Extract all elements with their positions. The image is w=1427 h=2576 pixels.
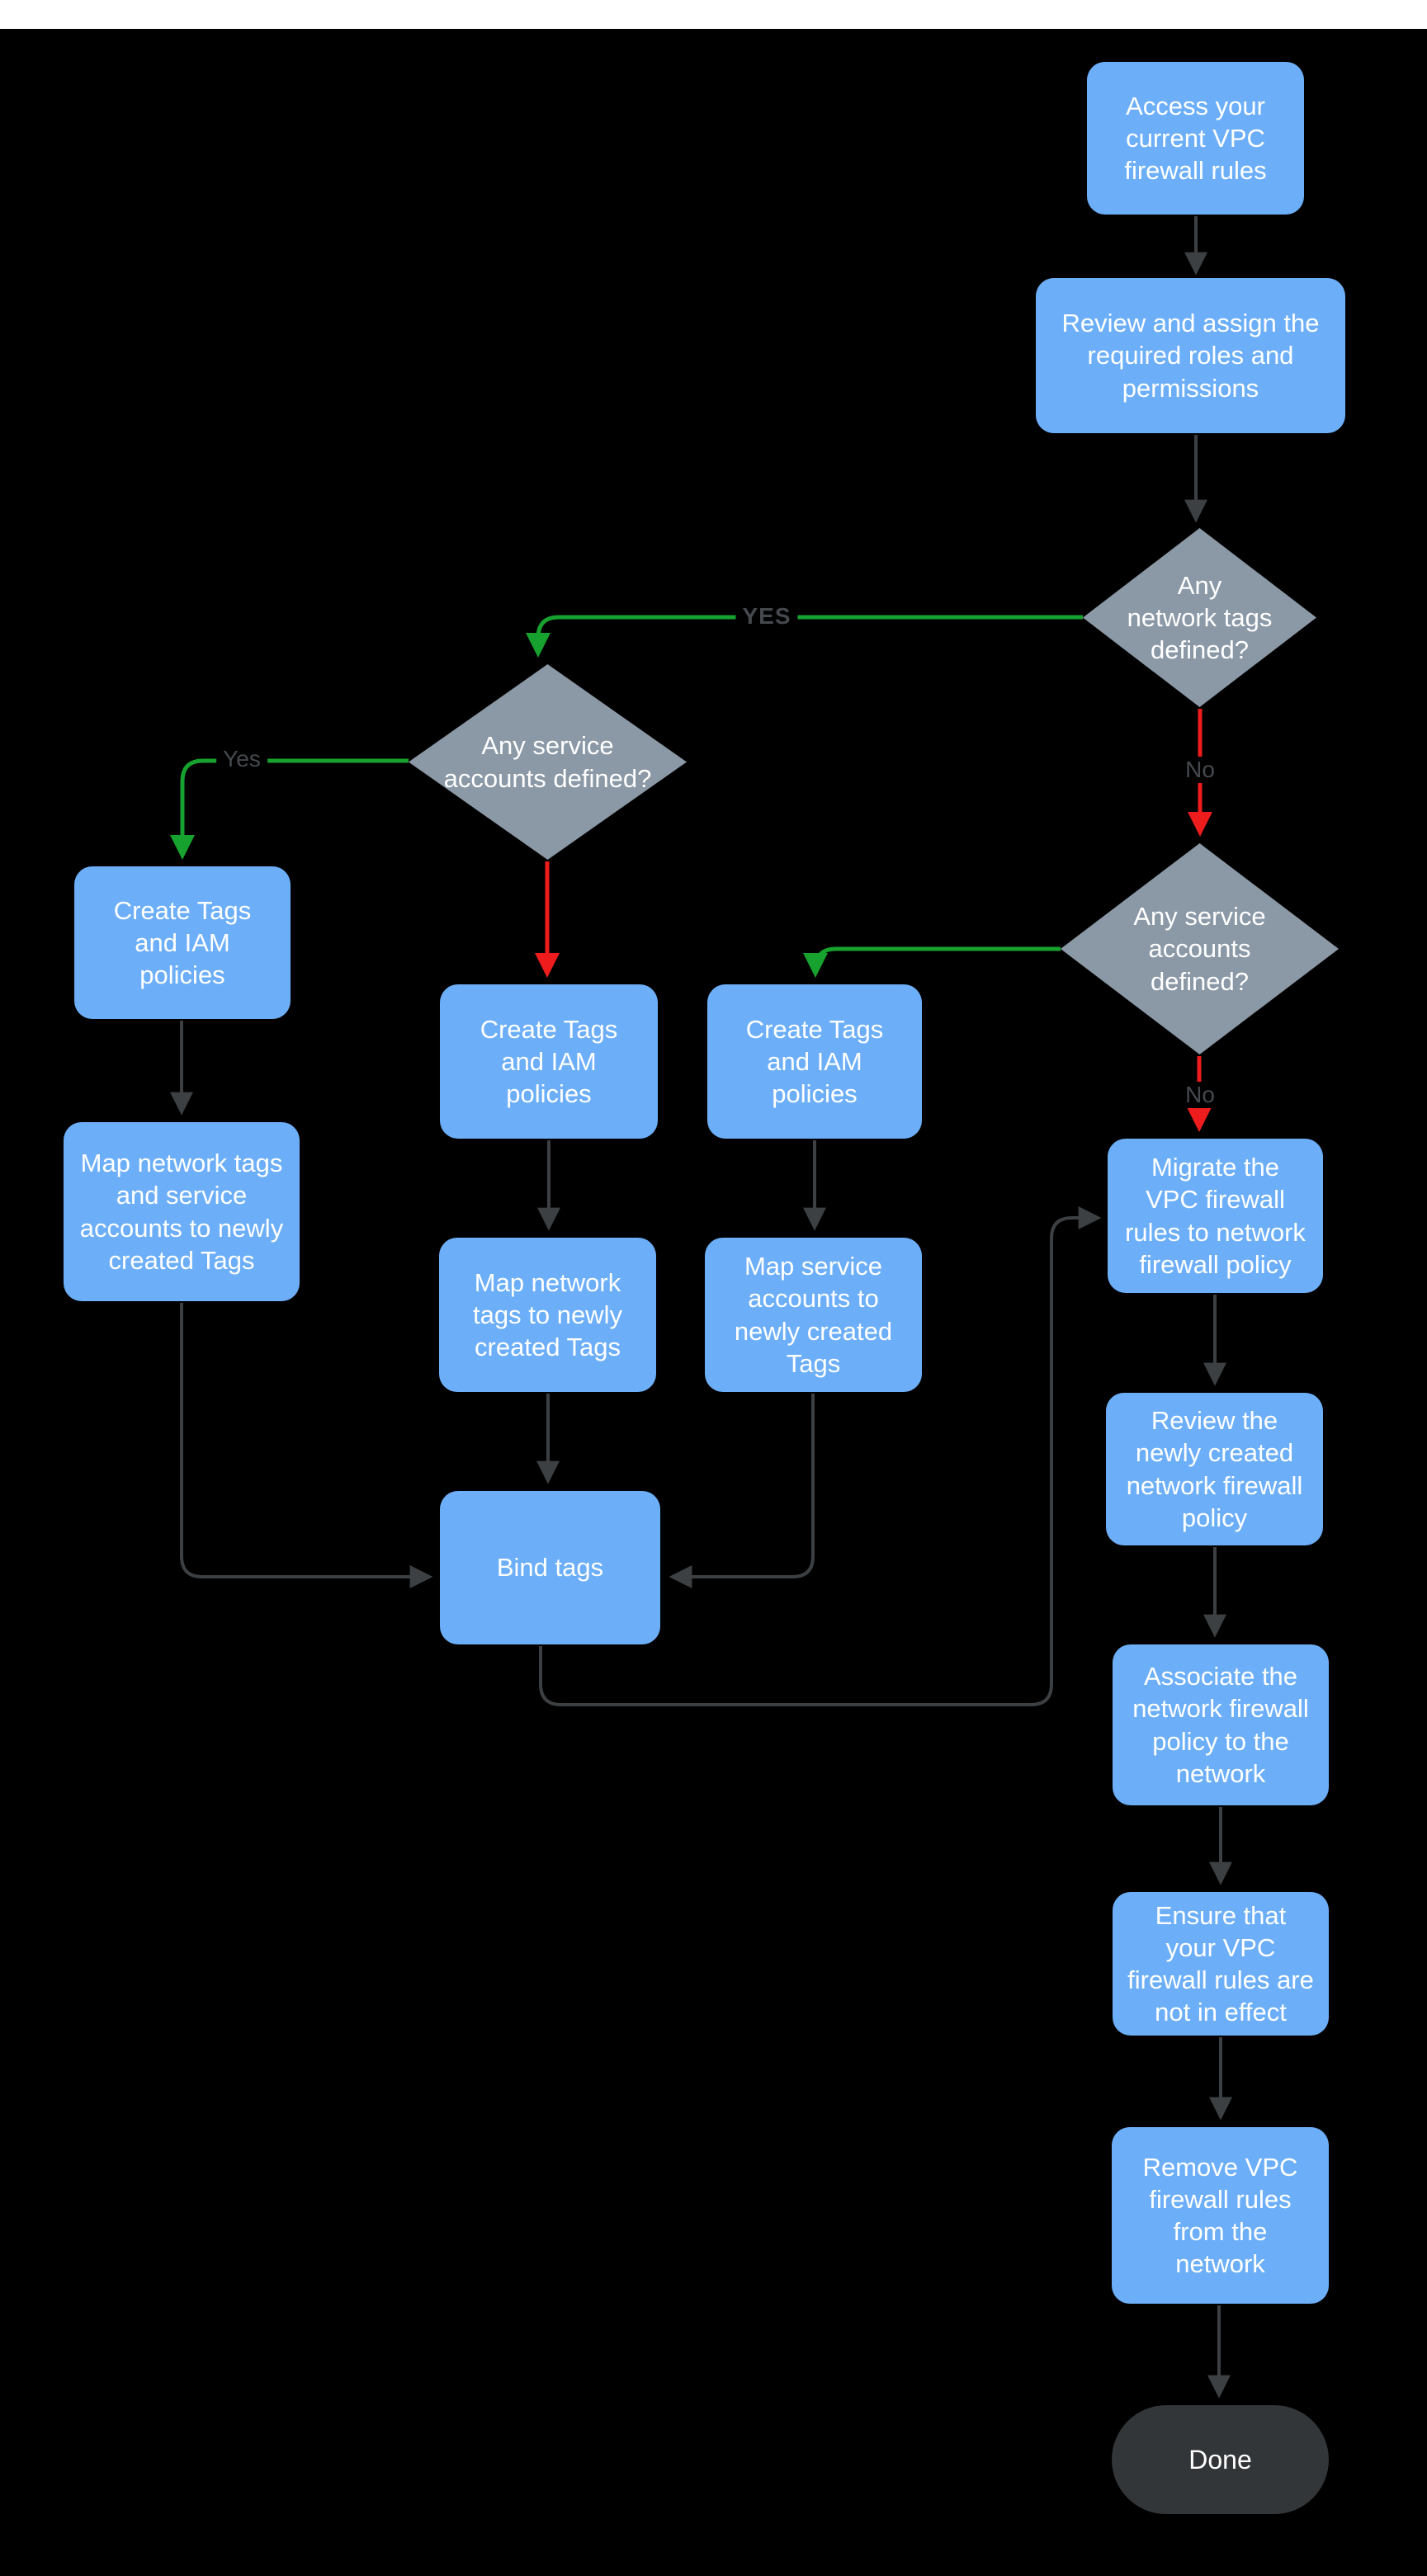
node-bind-tags: Bind tags [440,1491,660,1644]
node-done: Done [1112,2405,1329,2514]
node-migrate-vpc-rules: Migrate the VPC firewall rules to networ… [1108,1139,1323,1293]
node-map-service-accounts: Map service accounts to newly created Ta… [705,1238,922,1392]
edge-yes-left-decision-to-create-left [170,758,409,860]
node-ensure-rules-not-in-effect: Ensure that your VPC firewall rules are … [1113,1892,1329,2036]
node-create-tags-iam-left: Create Tags and IAM policies [74,866,291,1019]
node-map-network-tags: Map network tags to newly created Tags [439,1238,656,1392]
edge-label-yes-left: Yes [216,746,267,772]
node-map-tags-and-service-accounts: Map network tags and service accounts to… [64,1122,300,1301]
node-access-vpc-firewall-rules: Access your current VPC firewall rules [1087,62,1304,215]
edge-yes-right-decision-to-create-right [803,946,1061,978]
edge-yes-network-tags-to-left-decision [526,615,1083,658]
edge-bind-to-migrate [539,1206,1102,1706]
node-create-tags-iam-mid: Create Tags and IAM policies [440,984,658,1139]
edge-label-yes-upper: YES [735,603,798,630]
node-review-roles-permissions: Review and assign the required roles and… [1036,278,1345,433]
edge-label-no-network-tags: No [1179,757,1221,783]
node-review-network-firewall-policy: Review the newly created network firewal… [1106,1393,1323,1545]
edge-map-right-to-bind [669,1394,815,1588]
top-white-bar [0,0,1427,29]
node-associate-policy-to-network: Associate the network firewall policy to… [1113,1644,1329,1805]
node-remove-vpc-firewall-rules: Remove VPC firewall rules from the netwo… [1112,2127,1329,2304]
edge-label-no-service-accounts: No [1179,1082,1221,1108]
edge-map-left-to-bind [180,1303,433,1588]
node-create-tags-iam-right: Create Tags and IAM policies [707,984,922,1139]
